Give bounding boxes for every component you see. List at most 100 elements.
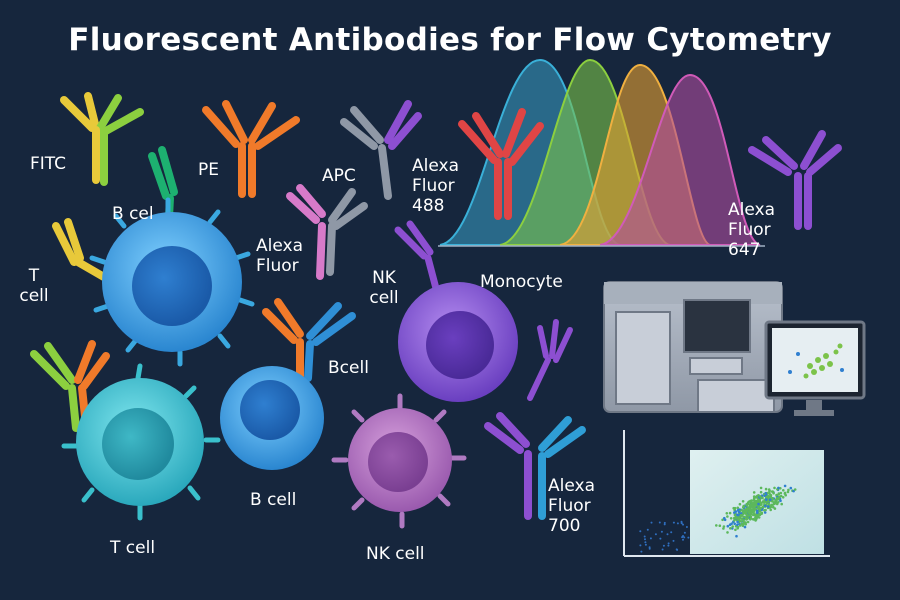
scatter-dot xyxy=(754,518,758,521)
scatter-dot xyxy=(659,537,662,540)
antibody-apc xyxy=(340,100,422,200)
scatter-dot xyxy=(752,491,756,494)
scatter-dot xyxy=(763,509,766,512)
scatter-dot xyxy=(793,488,797,491)
t-cell-bottom xyxy=(61,363,221,521)
scatter-dot xyxy=(737,510,741,514)
scatter-dot xyxy=(738,502,742,506)
scatter-dot xyxy=(736,523,739,526)
label-b-cell-bottom: B cell xyxy=(250,490,297,510)
label-alexa-488-line2: Fluor xyxy=(412,176,455,196)
scatter-dot xyxy=(644,541,647,544)
scatter-dot xyxy=(644,538,646,541)
scatter-dot xyxy=(661,548,664,551)
scatter-dot xyxy=(780,502,783,506)
scatter-dot xyxy=(743,525,747,529)
label-alexa-647: Alexa Fluor 647 xyxy=(728,200,775,260)
label-alexa-700-line3: 700 xyxy=(548,516,581,536)
scatter-dot xyxy=(683,536,686,539)
label-alexa-700-line1: Alexa xyxy=(548,476,595,496)
scatter-dot xyxy=(770,490,774,493)
scatter-dot xyxy=(742,504,745,508)
scatter-dot xyxy=(649,537,652,540)
scatter-dot xyxy=(757,502,760,506)
antibody-alexa-small xyxy=(286,184,368,280)
scatter-dot xyxy=(751,503,755,507)
scatter-dot xyxy=(765,498,768,502)
scatter-dot xyxy=(750,499,754,502)
scatter-dot xyxy=(759,490,763,494)
scatter-dot xyxy=(756,511,759,514)
label-alexa-647-line1: Alexa xyxy=(728,200,775,220)
scatter-dot xyxy=(764,487,768,491)
scatter-dot xyxy=(779,499,782,503)
scatter-dot xyxy=(670,531,673,534)
scatter-dot xyxy=(754,495,758,499)
scatter-dot xyxy=(749,503,753,507)
scatter-dot xyxy=(729,517,733,520)
nk-cell-bottom xyxy=(331,393,467,529)
label-nk-cell-bottom: NK cell xyxy=(366,544,425,564)
scatter-dot xyxy=(676,548,679,551)
scatter-dot xyxy=(779,494,783,498)
scatter-dot xyxy=(660,530,663,533)
scatter-dot xyxy=(777,492,781,495)
antibody-b-cell-mid xyxy=(262,298,356,382)
scatter-dot xyxy=(762,501,766,504)
label-t-cell-bottom: T cell xyxy=(110,538,156,558)
scatter-dot xyxy=(771,498,774,502)
scatter-dot xyxy=(682,538,684,541)
scatter-dot xyxy=(726,531,729,534)
scatter-dot xyxy=(639,544,642,547)
scatter-dot xyxy=(733,511,736,514)
scatter-dot xyxy=(736,513,740,517)
scatter-dot xyxy=(687,536,690,539)
scatter-dot xyxy=(667,542,670,545)
label-alexa-700: Alexa Fluor 700 xyxy=(548,476,595,536)
scatter-dot xyxy=(752,509,756,513)
scatter-dot xyxy=(784,493,787,497)
scatter-dot xyxy=(662,544,665,547)
scatter-dot xyxy=(752,497,756,500)
scatter-dot xyxy=(725,512,729,515)
label-alexa-small-line2: Fluor xyxy=(256,256,299,276)
b-cell-top xyxy=(89,197,255,367)
scatter-dot xyxy=(751,517,755,521)
scatter-dot xyxy=(680,520,683,523)
scatter-dot xyxy=(767,488,771,491)
scatter-dot xyxy=(683,531,686,534)
b-cell-mid xyxy=(220,366,324,470)
scatter-dot xyxy=(764,504,767,508)
scatter-dot xyxy=(789,486,793,490)
scatter-dot xyxy=(782,489,785,492)
scatter-dot xyxy=(728,523,732,526)
scatter-dot xyxy=(743,521,746,524)
label-alexa-700-line2: Fluor xyxy=(548,496,591,516)
label-fitc: FITC xyxy=(30,154,67,174)
scatter-dot xyxy=(748,500,751,503)
label-alexa-488: Alexa Fluor 488 xyxy=(412,156,459,216)
label-t-cell-left-line2: cell xyxy=(19,286,49,306)
scatter-dot xyxy=(672,521,675,524)
scatter-dot xyxy=(775,498,778,502)
scatter-dot xyxy=(749,515,753,518)
scatter-dot xyxy=(768,498,772,502)
scatter-dot xyxy=(739,513,743,517)
scatter-dot xyxy=(736,506,740,510)
scatter-dot xyxy=(643,535,646,538)
scatter-dot xyxy=(644,543,647,546)
scatter-dot xyxy=(759,495,762,498)
scatter-dot xyxy=(640,550,643,553)
scatter-dot xyxy=(715,524,718,527)
scatter-dot xyxy=(736,520,739,524)
scatter-dot xyxy=(721,518,724,522)
label-b-cell-right: Bcell xyxy=(328,358,369,378)
scatter-dot xyxy=(779,491,783,495)
label-alexa-647-line3: 647 xyxy=(728,240,761,260)
scatter-dot xyxy=(746,520,750,524)
scatter-dot xyxy=(743,510,747,514)
scatter-dot xyxy=(745,504,749,507)
scatter-dot xyxy=(745,517,749,521)
scatter-dot xyxy=(769,493,772,497)
